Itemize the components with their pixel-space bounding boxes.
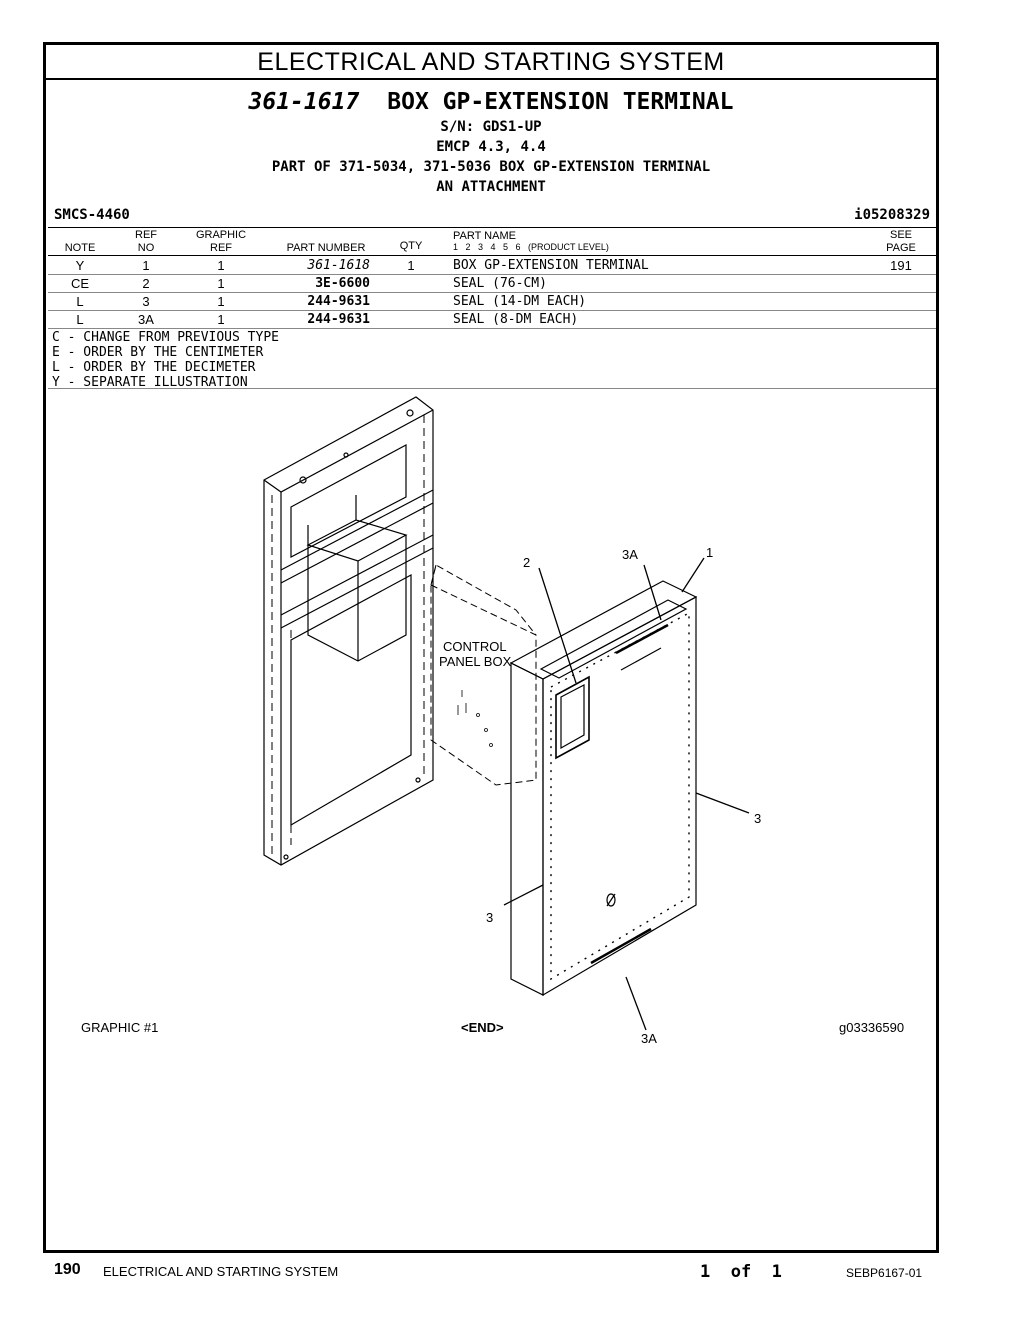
row-ref: 3A <box>138 312 154 327</box>
callout-1: 1 <box>706 545 713 560</box>
legend-item: C - CHANGE FROM PREVIOUS TYPE <box>52 330 279 345</box>
row-graphic: 1 <box>217 276 225 291</box>
col-graphic-bottom: REF <box>210 242 232 254</box>
row-graphic: 1 <box>217 312 225 327</box>
legend-rule <box>48 388 936 389</box>
legend-item: L - ORDER BY THE DECIMETER <box>52 360 256 375</box>
serial-line: S/N: GDS1-UP <box>440 119 542 135</box>
part-number-heading: 361-1617 <box>248 89 360 115</box>
extension-terminal-box <box>509 580 698 997</box>
control-panel-box-details <box>457 690 493 747</box>
end-marker: <END> <box>461 1020 504 1035</box>
legend: C - CHANGE FROM PREVIOUS TYPE E - ORDER … <box>52 330 279 390</box>
part-of-line: PART OF 371-5034, 371-5036 BOX GP-EXTENS… <box>271 159 711 175</box>
part-name-heading: BOX GP-EXTENSION TERMINAL <box>387 89 734 115</box>
smcs-code: SMCS-4460 <box>54 207 130 223</box>
col-part-number: PART NUMBER <box>286 242 366 254</box>
row-ref: 2 <box>142 276 150 291</box>
row-note: L <box>76 294 84 309</box>
callout-3a-bottom: 3A <box>641 1031 657 1046</box>
control-panel-label-line1: CONTROL <box>443 639 507 654</box>
col-product-levels: 1 2 3 4 5 6 (PRODUCT LEVEL) <box>453 242 609 252</box>
col-see-bottom: PAGE <box>886 242 916 254</box>
row-graphic: 1 <box>217 294 225 309</box>
row-ref: 3 <box>142 294 150 309</box>
rear-frame <box>263 396 434 866</box>
page-title: ELECTRICAL AND STARTING SYSTEM <box>257 48 725 76</box>
control-panel-label-line2: PANEL BOX <box>439 654 512 669</box>
row-see-page[interactable]: 191 <box>890 258 912 273</box>
row-part-name: BOX GP-EXTENSION TERMINAL <box>453 258 649 273</box>
control-panel-box-outline <box>430 564 537 786</box>
row-graphic: 1 <box>217 258 225 273</box>
col-ref-bottom: NO <box>137 242 155 254</box>
row-part-name: SEAL (14-DM EACH) <box>453 294 587 309</box>
callout-3-right: 3 <box>754 811 761 826</box>
row-part-number[interactable]: 361-1618 <box>307 258 370 273</box>
col-note: NOTE <box>64 242 96 254</box>
row-divider <box>48 328 936 329</box>
row-divider <box>48 310 936 311</box>
row-part-name: SEAL (76-CM) <box>453 276 547 291</box>
row-ref: 1 <box>142 258 150 273</box>
row-note: L <box>76 312 84 327</box>
row-part-number[interactable]: 244-9631 <box>307 312 370 327</box>
emcp-line: EMCP 4.3, 4.4 <box>436 139 546 155</box>
table-top-rule <box>48 227 936 228</box>
page-number: 190 <box>54 1261 81 1278</box>
document-id: SEBP6167-01 <box>846 1266 923 1280</box>
row-part-name: SEAL (8-DM EACH) <box>453 312 579 327</box>
col-see-top: SEE <box>889 229 912 241</box>
callout-2: 2 <box>523 555 530 570</box>
row-divider <box>48 274 936 275</box>
page-title-bar: ELECTRICAL AND STARTING SYSTEM <box>46 45 936 80</box>
col-graphic-top: GRAPHIC <box>195 229 247 241</box>
row-note: Y <box>75 258 85 273</box>
table-header-rule <box>48 255 936 256</box>
col-part-name: PART NAME <box>453 230 516 242</box>
legend-item: Y - SEPARATE ILLUSTRATION <box>52 375 248 390</box>
legend-item: E - ORDER BY THE CENTIMETER <box>52 345 264 360</box>
row-note: CE <box>70 276 90 291</box>
callout-3-left: 3 <box>486 910 493 925</box>
col-qty: QTY <box>399 240 423 252</box>
row-divider <box>48 292 936 293</box>
row-part-number[interactable]: 3E-6600 <box>315 276 370 291</box>
illustration-id: i05208329 <box>854 207 930 223</box>
graphic-id: g03336590 <box>839 1020 905 1035</box>
col-ref-top: REF <box>135 229 157 241</box>
callout-leaders <box>503 557 750 1031</box>
callout-3a-top: 3A <box>622 547 638 562</box>
footer-section: ELECTRICAL AND STARTING SYSTEM <box>103 1264 339 1279</box>
attachment-line: AN ATTACHMENT <box>436 179 546 195</box>
exploded-drawing: 2 3A 1 3 3 3A CONTROL PANEL BOX <box>263 396 761 1046</box>
row-part-number[interactable]: 244-9631 <box>307 294 370 309</box>
part-heading: 361-1617 BOX GP-EXTENSION TERMINAL <box>46 89 936 115</box>
row-qty: 1 <box>407 258 415 273</box>
page-of: 1 of 1 <box>700 1262 782 1282</box>
graphic-label: GRAPHIC #1 <box>81 1020 159 1035</box>
